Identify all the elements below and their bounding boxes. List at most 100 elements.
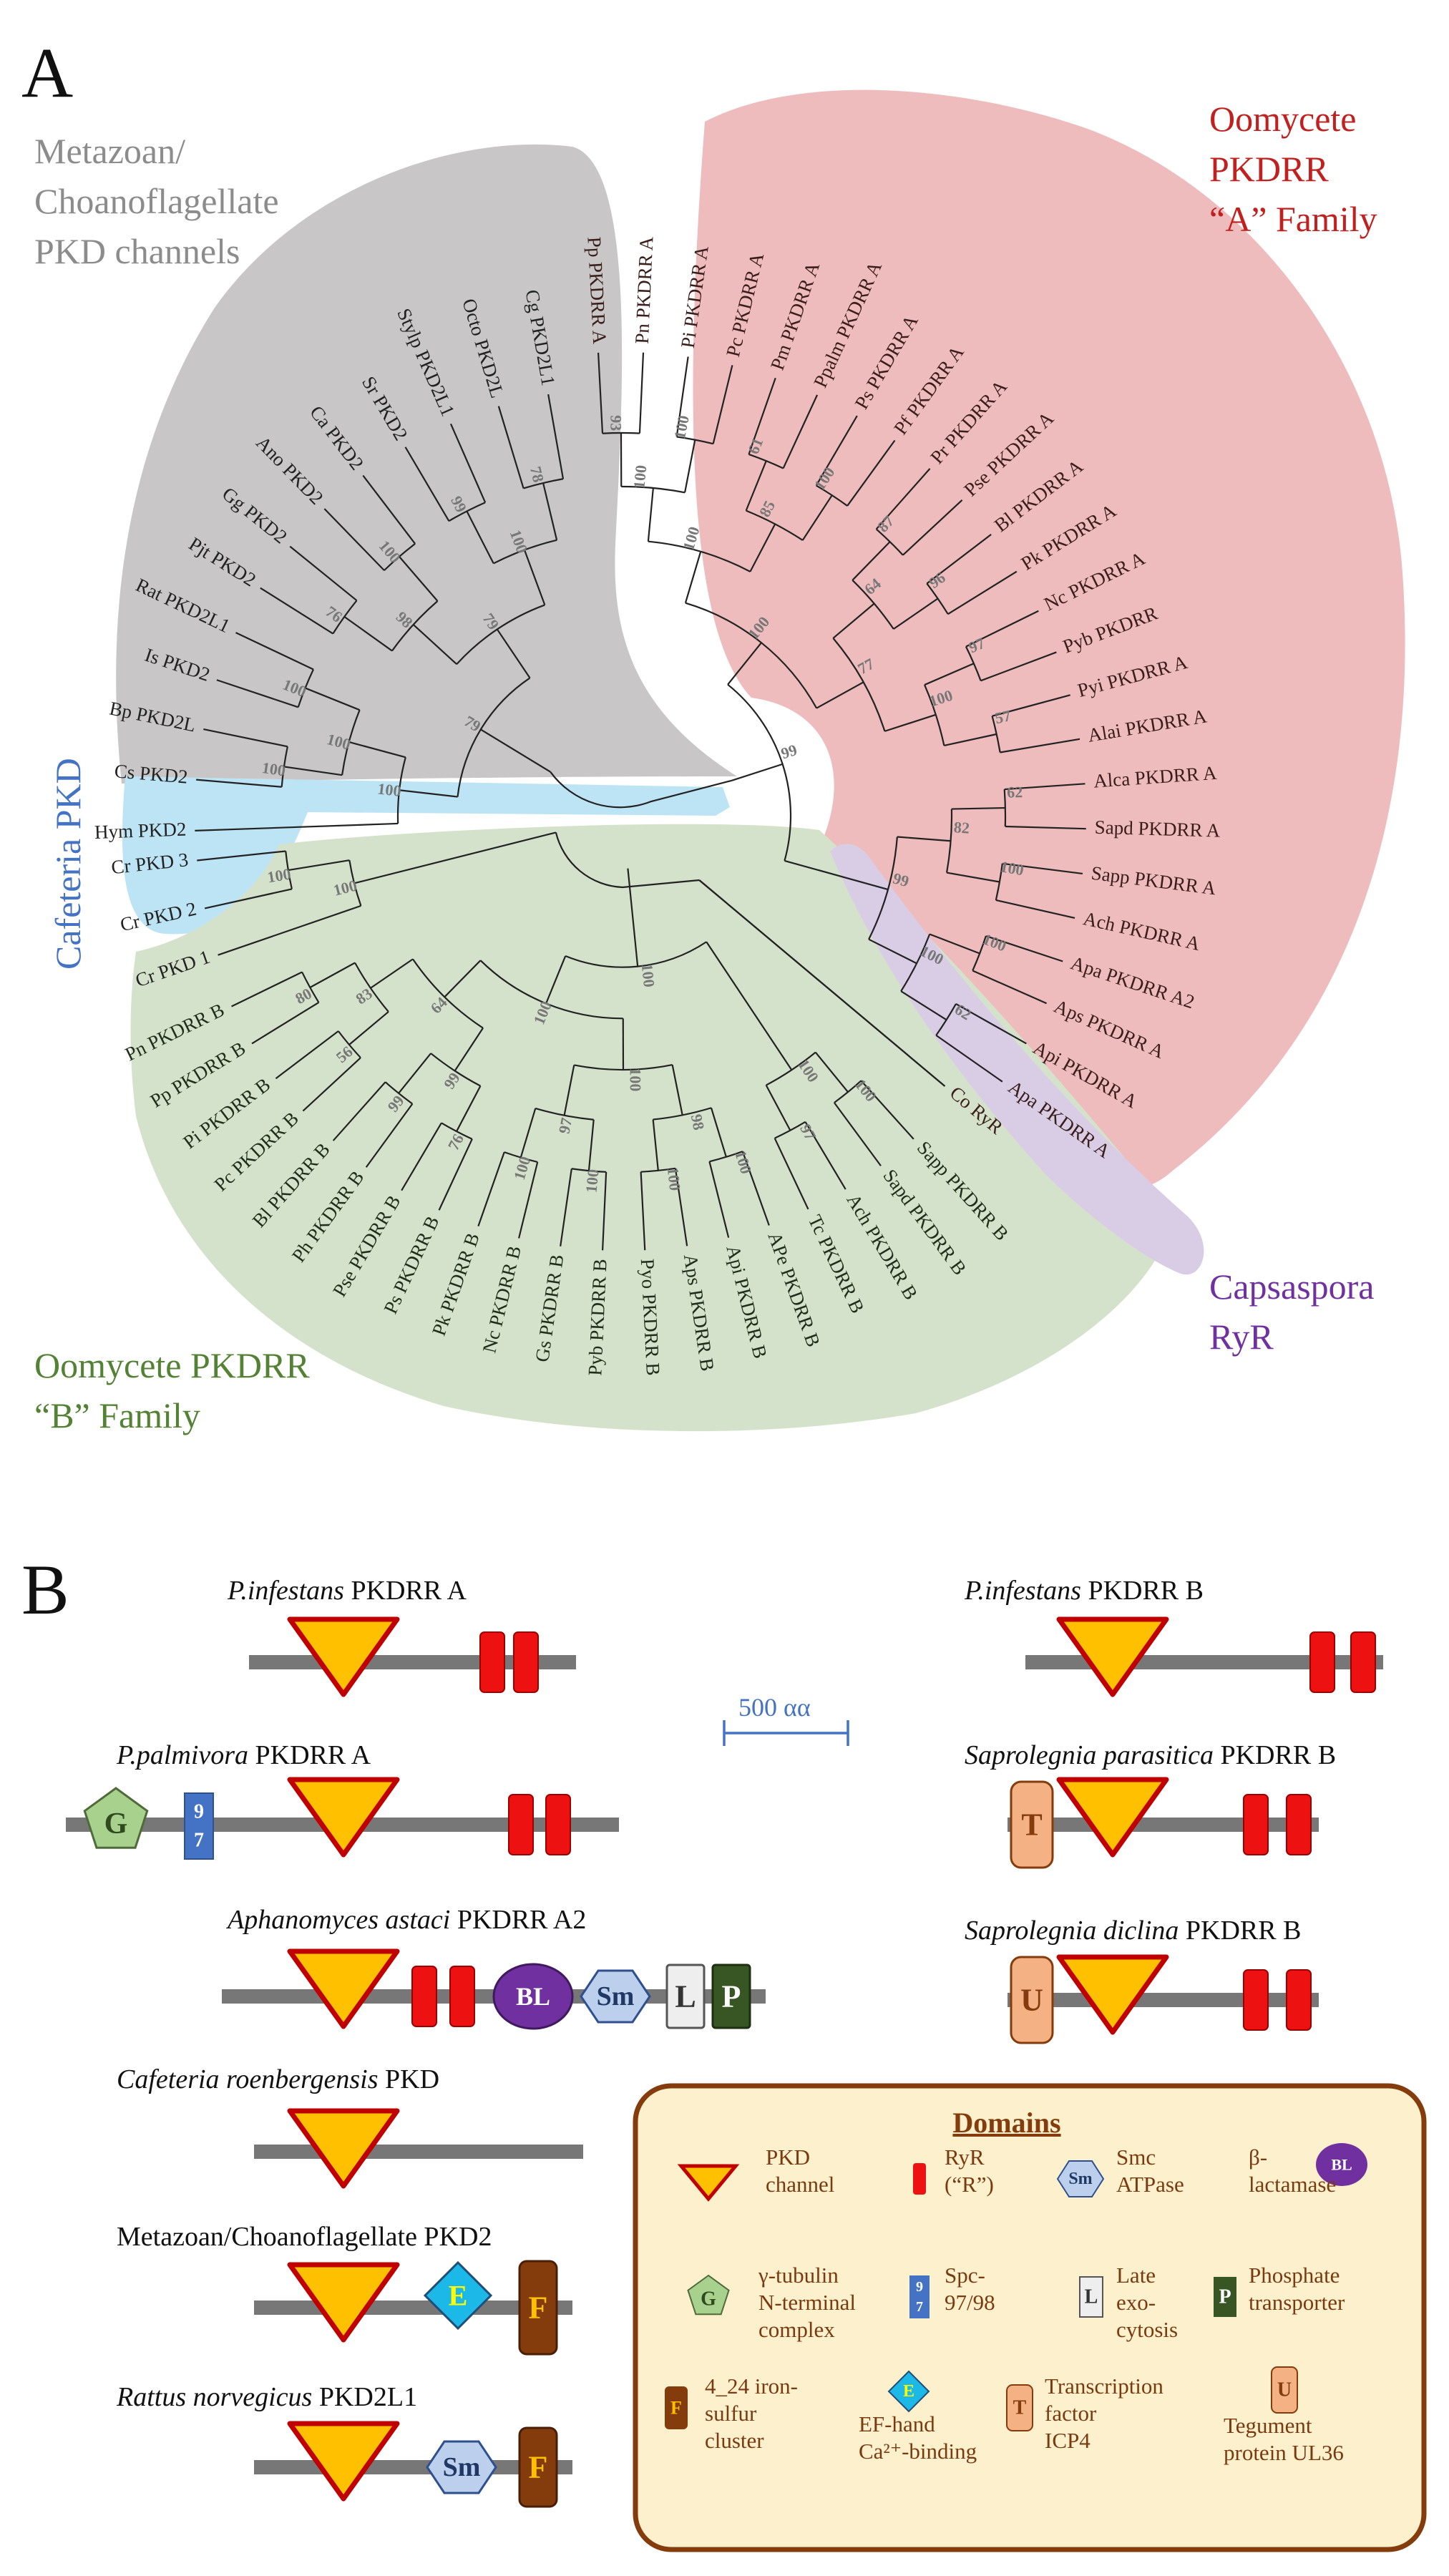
pkd-channel-domain <box>287 2262 400 2343</box>
tree-branch <box>365 1103 414 1168</box>
legend-icon-text: G <box>701 2288 716 2311</box>
tree-branch <box>801 494 833 541</box>
tree-arc <box>945 809 953 873</box>
tree-arc <box>301 971 320 1003</box>
tree-branch <box>348 1011 389 1045</box>
protein-backbone <box>1008 1818 1319 1832</box>
tree-branch <box>444 960 482 998</box>
domain-glyph-text: F <box>529 2450 548 2485</box>
tree-backbone-branch <box>627 868 639 967</box>
tree-branch <box>370 958 414 989</box>
domain-glyph-text: BL <box>516 1982 550 2011</box>
phosphate-transporter-domain <box>711 1963 751 2029</box>
ryr-domain <box>411 1966 437 2027</box>
pkd-channel-domain <box>287 2108 400 2189</box>
tree-branch <box>897 836 951 842</box>
tree-arc <box>396 757 406 824</box>
tree-arc <box>685 602 818 709</box>
spc-97-98-domain <box>184 1792 214 1860</box>
tree-branch <box>868 938 917 965</box>
tree-branch <box>972 970 1048 1005</box>
legend-title: Domains <box>952 2107 1060 2139</box>
ryr-domain <box>508 1794 534 1855</box>
metazoan-clade-region <box>116 144 738 784</box>
bootstrap-label: 97 <box>555 1116 576 1135</box>
ryr-domain <box>449 1966 475 2027</box>
tree-branch <box>401 1122 442 1191</box>
tree-branch <box>399 789 458 798</box>
protein-backbone <box>254 2145 583 2159</box>
tree-branch <box>860 1080 914 1140</box>
tree-branch <box>197 850 286 862</box>
tree-branch <box>1005 825 1086 830</box>
ef-hand-domain <box>423 2260 493 2331</box>
protein-caption: Cafeteria roenbergensis PKD <box>117 2064 439 2094</box>
ryr-domain <box>1286 1969 1312 2031</box>
ryr-domain <box>1309 1631 1335 1693</box>
tree-branch <box>684 439 696 493</box>
tree-branch <box>749 523 776 572</box>
tree-branch <box>466 510 494 564</box>
ryr-domain <box>1350 1631 1376 1693</box>
tree-arc <box>995 863 1003 901</box>
tree-branch <box>275 1030 339 1080</box>
bootstrap-label: 100 <box>630 464 650 489</box>
tree-arc <box>852 580 894 630</box>
domain-glyph-text: U <box>1020 1983 1043 2018</box>
bootstrap-label: 100 <box>999 857 1025 879</box>
legend-f-icon <box>665 2386 688 2429</box>
smc-atpase-domain <box>426 2440 497 2494</box>
tree-branch <box>924 663 975 686</box>
pkd-channel-domain <box>1056 1616 1169 1697</box>
legend-item-label: RyR(“R”) <box>945 2145 994 2197</box>
tree-branch <box>1004 783 1085 791</box>
tree-branch <box>955 1002 1027 1045</box>
protein-caption: P.infestans PKDRR A <box>227 1576 467 1606</box>
tree-branch <box>671 1064 683 1116</box>
pkd-channel-domain <box>287 1777 400 1858</box>
tree-branch <box>332 1081 386 1141</box>
legend-pkd-icon <box>677 2164 740 2202</box>
legend-spc-icon <box>909 2275 930 2318</box>
tree-branch <box>216 679 299 708</box>
tree-branch <box>399 556 439 602</box>
tree-branch <box>965 610 1039 648</box>
tree-backbone-branch <box>353 831 557 884</box>
tree-branch <box>946 872 1000 883</box>
tree-branch <box>288 859 350 872</box>
pkd-channel-domain <box>287 1616 400 1697</box>
tree-branch <box>283 766 343 776</box>
tree-branch <box>712 365 733 444</box>
bootstrap-label: 93 <box>608 415 625 431</box>
tree-branch <box>947 570 1018 615</box>
tree-branch <box>203 728 288 748</box>
ryr-domain <box>513 1631 539 1693</box>
tree-branch <box>638 352 645 434</box>
tree-branch <box>449 423 487 503</box>
tree-branch <box>362 474 416 545</box>
pkd-channel-domain <box>287 1948 400 2029</box>
tree-branch <box>640 1171 646 1251</box>
tree-branch <box>727 642 762 686</box>
bootstrap-label: 100 <box>679 525 703 552</box>
bootstrap-label: 100 <box>670 414 693 440</box>
bootstrap-label: 100 <box>376 779 402 800</box>
bootstrap-label: 100 <box>266 865 293 887</box>
tree-branch <box>833 1102 882 1166</box>
legend-icon-text: E <box>903 2382 914 2401</box>
legend-icon-text: P <box>1219 2286 1231 2308</box>
tree-arc <box>727 683 792 862</box>
domain-glyph-text: G <box>104 1807 128 1840</box>
tree-arc <box>535 1107 594 1121</box>
tree-branch <box>884 713 937 732</box>
tree-branch <box>454 1028 484 1072</box>
domain-glyph-text: T <box>1021 1807 1042 1843</box>
tree-branch <box>218 904 361 956</box>
legend-u-icon <box>1271 2366 1298 2414</box>
capsaspora-clade-region <box>830 844 1204 1275</box>
tree-arc <box>430 1053 481 1087</box>
